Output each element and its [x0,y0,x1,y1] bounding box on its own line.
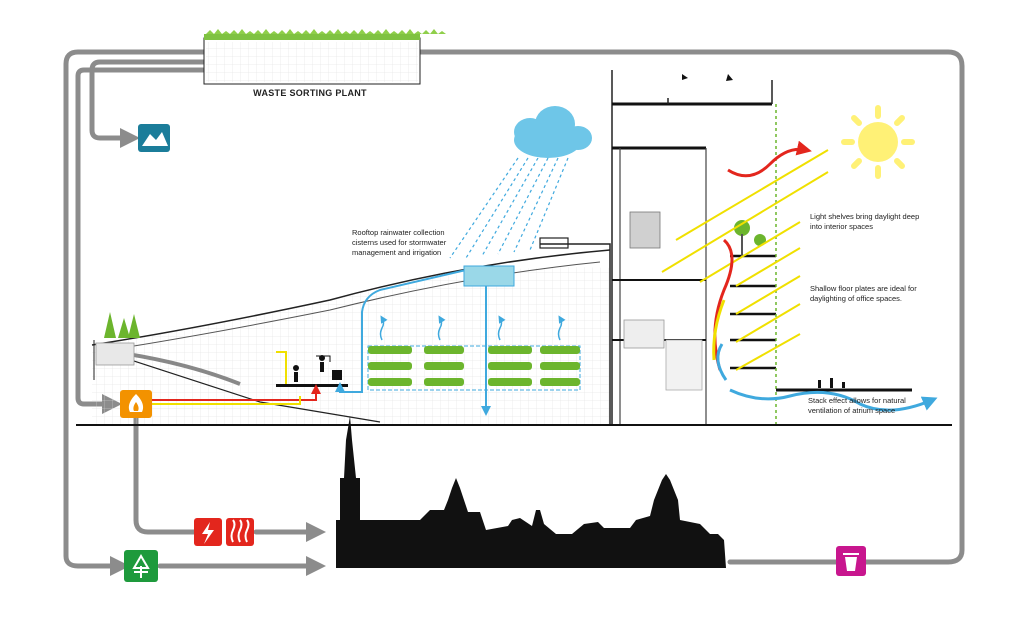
atrium-tree [734,220,766,256]
fire-icon [120,390,152,418]
light-shelves-annotation: Light shelves bring daylight deep into i… [810,212,919,232]
water-pipe [335,269,467,393]
rooftop-trees [104,312,140,338]
landfill-arrow [89,59,208,148]
energy-arrow [133,415,197,535]
rain-cloud [449,106,592,259]
stack-effect-annotation: Stack effect allows for natural ventilat… [808,396,906,416]
outer-loop-arrow [63,49,208,576]
light-shelves-line-2: into interior spaces [810,222,873,231]
electricity-icon [194,518,222,546]
sun-icon [841,105,915,179]
recycle-icon [124,550,158,582]
flow-arrows [63,49,965,576]
heat-icon [226,518,254,546]
green-walls [367,345,581,391]
right-loop-arrow [417,49,965,565]
landfill-icon [138,124,170,152]
cistern [463,265,515,287]
stack-effect-airflow [712,140,938,412]
floor-plates-line-1: Shallow floor plates are ideal for [810,284,917,293]
light-shelves-line-1: Light shelves bring daylight deep [810,212,920,221]
city-skyline [336,416,726,568]
roof-slope [91,249,611,346]
skier-figures [682,74,733,81]
fire-arrow [75,67,208,414]
evaporation-arrows [379,315,566,341]
plant-section [76,237,612,426]
floor-plates-annotation: Shallow floor plates are ideal for dayli… [810,284,917,304]
tower-section [606,70,952,426]
trash-bin-icon [836,546,866,576]
floor-plates-line-2: daylighting of office spaces. [810,294,903,303]
rainwater-line-2: cisterns used for stormwater [352,238,447,247]
rainwater-line-1: Rooftop rainwater collection [352,228,445,237]
stack-effect-line-1: Stack effect allows for natural [808,396,906,405]
sunlight-rays [661,149,829,371]
stack-effect-line-2: ventilation of atrium space [808,406,896,415]
waste-plant-title: WASTE SORTING PLANT [253,88,367,98]
rainwater-line-3: management and irrigation [352,248,442,257]
waste-sorting-plant [203,29,446,85]
rainwater-annotation: Rooftop rainwater collection cisterns us… [352,228,446,258]
